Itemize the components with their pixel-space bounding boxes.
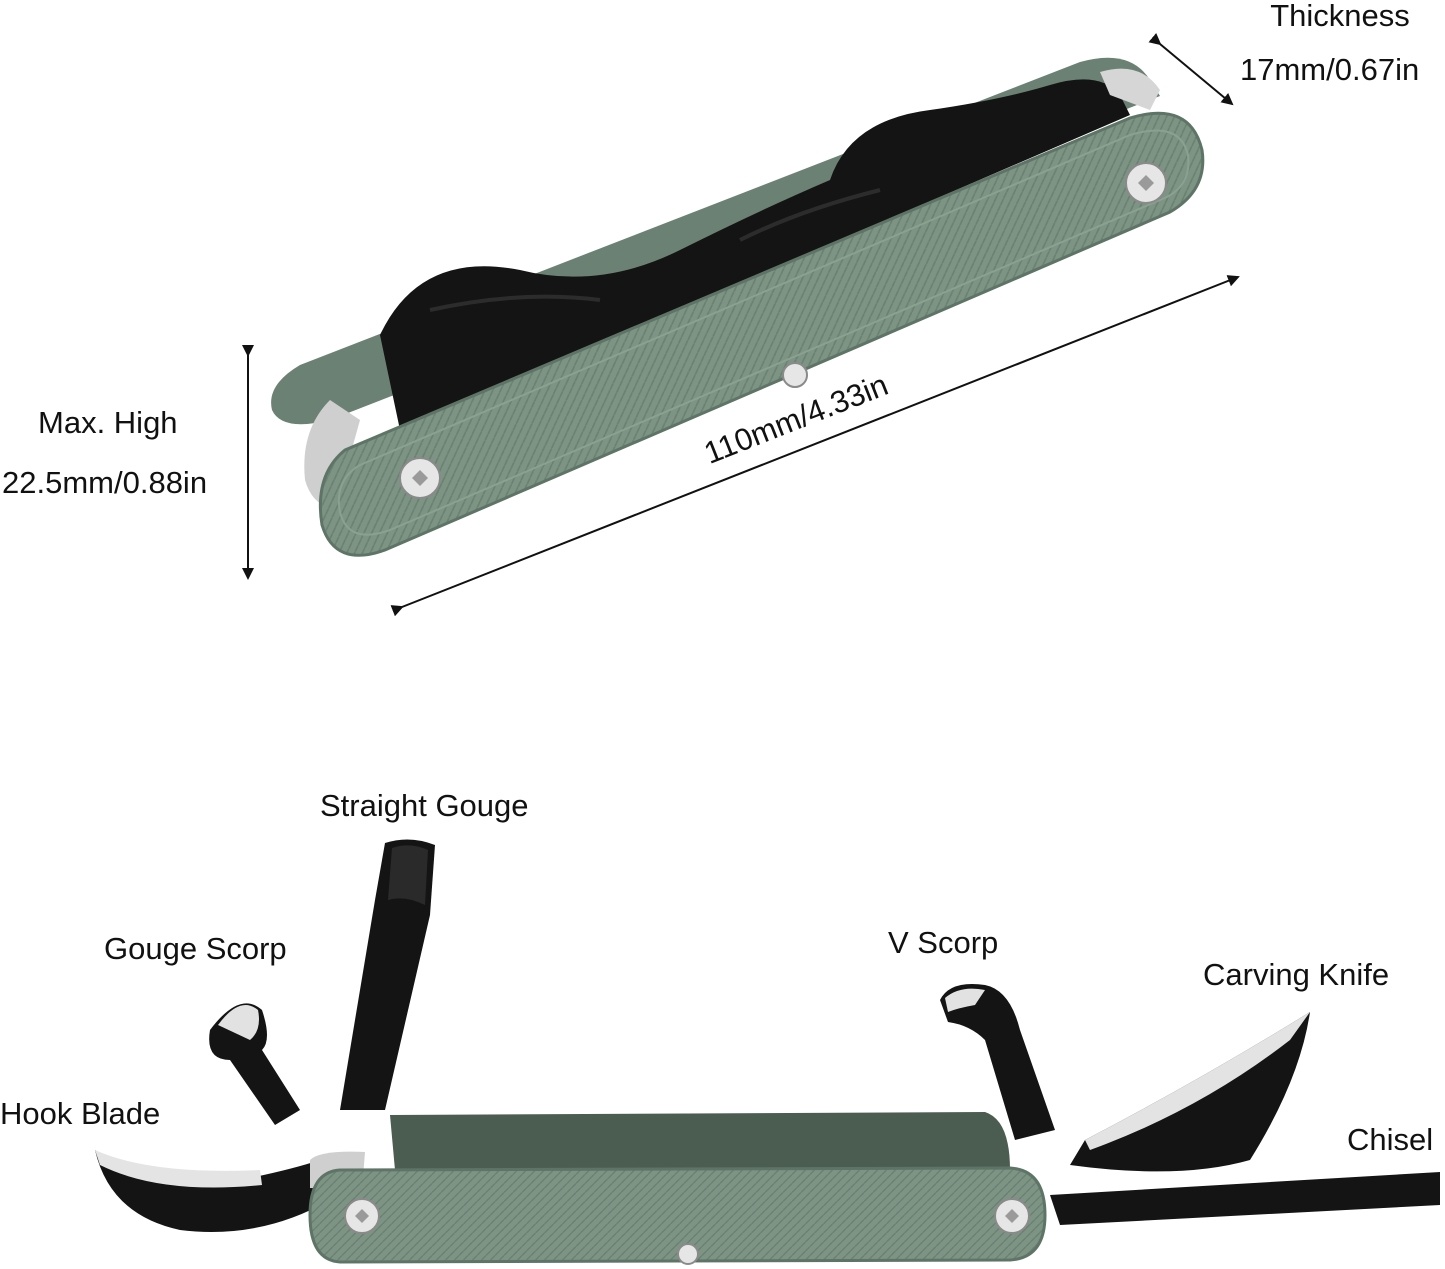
gouge-scorp-blade xyxy=(209,1003,300,1125)
screw-icon xyxy=(1125,162,1167,204)
max-high-value: 22.5mm/0.88in xyxy=(2,465,208,500)
straight-gouge-blade xyxy=(340,839,435,1110)
chisel-blade xyxy=(1050,1172,1440,1225)
opened-front-handle xyxy=(308,1166,1047,1264)
thickness-value: 17mm/0.67in xyxy=(1240,52,1420,87)
label-gouge-scorp: Gouge Scorp xyxy=(104,931,287,966)
folded-steel-end-right xyxy=(1100,68,1160,110)
screw-icon xyxy=(344,1198,380,1234)
folded-tool xyxy=(271,57,1205,557)
thickness-title: Thickness xyxy=(1270,0,1410,33)
max-high-title: Max. High xyxy=(38,405,178,440)
label-v-scorp: V Scorp xyxy=(888,925,999,960)
screw-icon xyxy=(399,457,441,499)
screw-icon xyxy=(782,362,808,388)
thickness-arrow xyxy=(1148,32,1234,106)
label-carving-knife: Carving Knife xyxy=(1203,957,1390,992)
folded-steel-end-left xyxy=(304,400,360,510)
label-straight-gouge: Straight Gouge xyxy=(320,788,529,823)
hook-blade xyxy=(95,1150,330,1232)
thickness-label: Thickness xyxy=(1240,0,1440,31)
opened-back-handle xyxy=(390,1112,1010,1170)
v-scorp-blade xyxy=(940,984,1055,1140)
label-hook-blade: Hook Blade xyxy=(0,1096,161,1131)
screw-icon xyxy=(994,1198,1030,1234)
opened-tool xyxy=(95,839,1440,1265)
screw-icon xyxy=(677,1243,699,1265)
label-chisel: Chisel xyxy=(1347,1122,1434,1157)
length-arrow xyxy=(390,275,1240,617)
